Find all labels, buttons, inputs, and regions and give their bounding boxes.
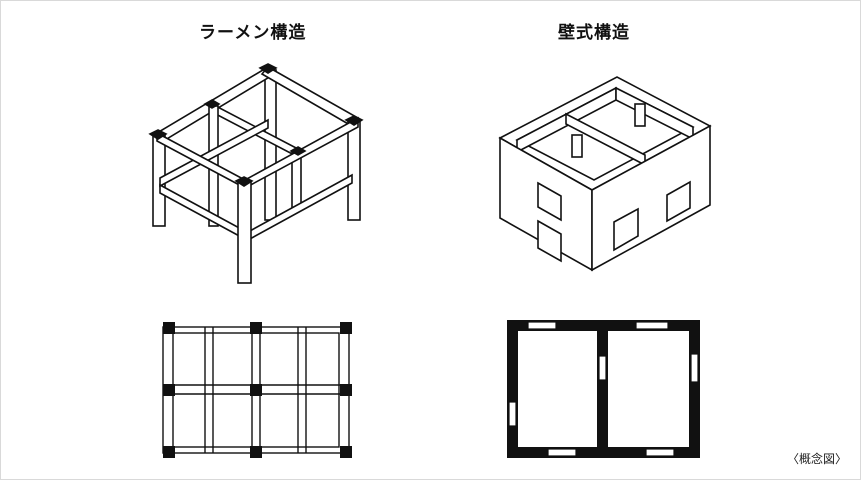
concept-caption: 〈概念図〉 (786, 452, 847, 466)
rahmen-plan-columns (163, 322, 352, 458)
wall-right-window-1 (613, 207, 639, 252)
rahmen-cap-front (234, 176, 254, 187)
wall-plan-openings (508, 321, 699, 457)
rahmen-cap-back (258, 63, 278, 74)
wall-inner-window-left (571, 134, 583, 158)
wall-structure-title: 壁式構造 (558, 23, 630, 43)
rahmen-cap-left (148, 129, 168, 140)
wall-inner-window-right (634, 103, 646, 127)
rahmen-lower-left-beam (159, 118, 269, 188)
wall-right-window-2 (666, 180, 691, 223)
wall-door (537, 219, 562, 263)
rahmen-cap-mid-right (289, 146, 307, 156)
wall-left-window (537, 181, 562, 222)
rahmen-cap-mid-left (203, 99, 221, 109)
rahmen-cap-right (344, 115, 364, 126)
rahmen-structure-title: ラーメン構造 (199, 23, 307, 43)
